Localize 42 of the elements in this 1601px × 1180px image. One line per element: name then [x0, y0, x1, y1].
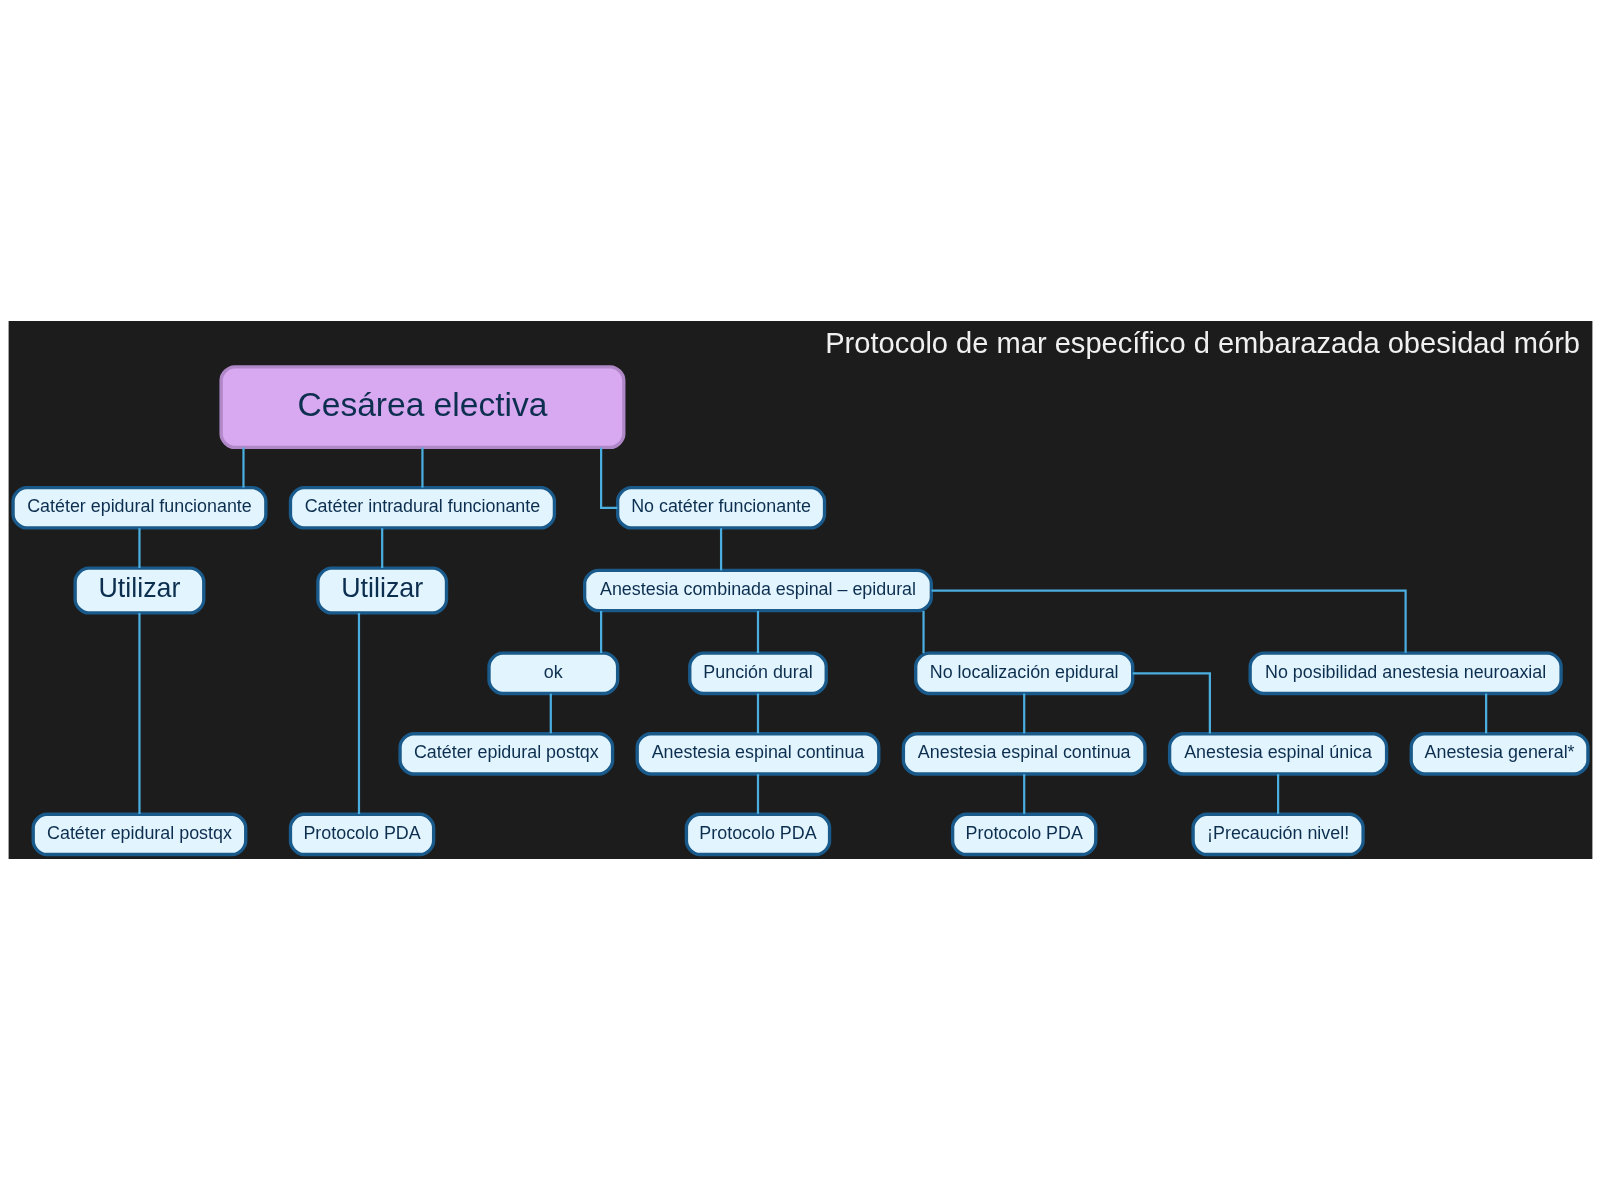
node-box: Anestesia espinal continua	[635, 732, 881, 776]
connector	[549, 693, 552, 734]
diagram-title: Protocolo de mar específico d embarazada obesidad mórb	[825, 327, 1581, 360]
node-box: Anestesia general*	[1409, 732, 1590, 776]
connector	[357, 613, 361, 814]
connector	[756, 611, 760, 654]
node-box: Anestesia espinal continua	[901, 732, 1147, 776]
connector	[1485, 693, 1488, 734]
node-box: Catéter intradural funcionante	[288, 486, 557, 530]
connector	[600, 447, 618, 509]
node-box: Anestesia espinal única	[1167, 732, 1389, 776]
connector	[1023, 693, 1026, 734]
node-box: Anestesia combinada espinal – epidural	[582, 568, 934, 613]
connector	[600, 611, 603, 654]
connector	[922, 611, 925, 654]
node-box: Utilizar	[73, 566, 206, 615]
connector	[381, 528, 384, 568]
node-box: Punción dural	[688, 651, 828, 696]
node-box: ¡Precaución nivel!	[1191, 812, 1365, 857]
connector	[138, 613, 141, 814]
node-box: No posibilidad anestesia neuroaxial	[1248, 651, 1563, 696]
node-box: Catéter epidural postqx	[31, 812, 248, 857]
node-box: Catéter epidural postqx	[398, 732, 615, 776]
node-box: Protocolo PDA	[684, 812, 832, 857]
connector	[242, 447, 245, 488]
node-box: Protocolo PDA	[950, 812, 1098, 857]
connector	[1277, 774, 1280, 814]
connector	[719, 528, 723, 571]
connector	[1023, 774, 1026, 814]
node-box: Catéter epidural funcionante	[11, 486, 268, 530]
connector	[421, 447, 424, 488]
node-box: ok	[487, 651, 620, 696]
connector	[138, 528, 141, 568]
node-box: No catéter funcionante	[615, 486, 827, 530]
node-box: Protocolo PDA	[288, 812, 436, 857]
node-box: Utilizar	[316, 566, 449, 615]
connector	[756, 693, 760, 734]
connector	[756, 774, 760, 814]
connector	[1132, 672, 1211, 734]
node-box: No localización epidural	[914, 651, 1135, 696]
connector	[931, 589, 1407, 653]
node-box: Cesárea electiva	[219, 365, 626, 450]
